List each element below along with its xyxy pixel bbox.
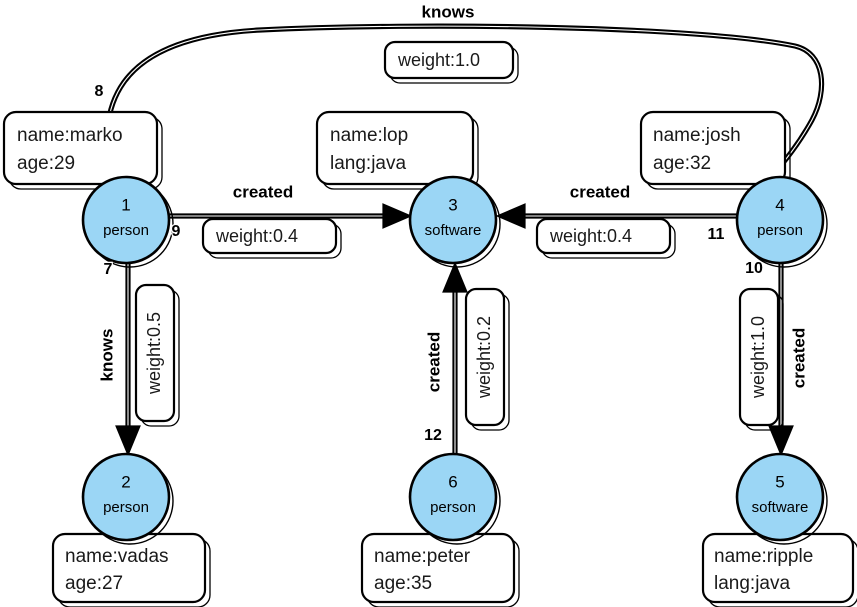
node-6-id: 6 bbox=[448, 472, 457, 491]
node-6-circle bbox=[408, 452, 498, 542]
prop-box-lop: name:lop lang:java bbox=[315, 110, 479, 190]
edge-7-knows[interactable] bbox=[115, 263, 141, 457]
weight-box-edge-7-rect bbox=[134, 283, 176, 423]
prop-box-vadas: name:vadas age:27 bbox=[51, 532, 211, 607]
prop-box-peter: name:peter age:35 bbox=[360, 532, 520, 607]
weight-box-edge-12-text: weight:0.2 bbox=[474, 316, 494, 399]
node-1-label: person bbox=[103, 222, 149, 239]
node-3-software[interactable]: 3 software bbox=[408, 175, 501, 268]
node-6-person[interactable]: 6 person bbox=[408, 452, 501, 545]
weight-box-edge-8: weight:1.0 bbox=[383, 40, 519, 84]
prop-box-marko-rect bbox=[2, 110, 159, 186]
weight-box-edge-11: weight:0.4 bbox=[535, 217, 676, 259]
node-2-id: 2 bbox=[121, 472, 130, 491]
weight-box-edge-9: weight:0.4 bbox=[201, 217, 342, 259]
edge-label-created-right: created bbox=[570, 182, 630, 201]
edge-label-created-mid: created bbox=[424, 332, 443, 392]
edge-11-arrowhead bbox=[495, 203, 526, 229]
node-4-person[interactable]: 4 person bbox=[735, 175, 828, 268]
node-5-id: 5 bbox=[775, 472, 784, 491]
edge-label-created-left: created bbox=[233, 182, 293, 201]
edge-id-8: 8 bbox=[95, 83, 104, 100]
node-4-circle bbox=[735, 175, 825, 265]
weight-box-edge-7-text: weight:0.5 bbox=[144, 312, 164, 395]
nodes-layer: 1 person 3 software 4 person 2 person bbox=[81, 175, 828, 545]
node-2-person[interactable]: 2 person bbox=[81, 452, 174, 545]
node-5-circle bbox=[735, 452, 825, 542]
prop-box-lop-line-0: name:lop bbox=[330, 125, 408, 146]
edge-8-path-highlight bbox=[106, 25, 823, 186]
edge-12-arrowhead bbox=[442, 261, 468, 293]
prop-box-ripple-line-1: lang:java bbox=[714, 573, 790, 594]
node-4-id: 4 bbox=[775, 195, 784, 214]
edge-ids-layer: 8 9 7 11 10 12 bbox=[93, 82, 764, 445]
prop-box-lop-rect bbox=[315, 110, 475, 186]
prop-box-ripple: name:ripple lang:java bbox=[701, 532, 857, 607]
weight-boxes-layer: weight:1.0 weight:0.4 weight:0.4 weight:… bbox=[134, 40, 784, 431]
edge-id-11: 11 bbox=[708, 226, 725, 243]
prop-box-vadas-line-1: age:27 bbox=[65, 573, 123, 594]
weight-box-edge-9-text: weight:0.4 bbox=[215, 226, 298, 246]
node-2-label: person bbox=[103, 499, 149, 516]
prop-box-peter-line-0: name:peter bbox=[374, 546, 471, 567]
node-1-person[interactable]: 1 person bbox=[81, 175, 174, 268]
node-3-label: software bbox=[425, 222, 482, 239]
prop-box-josh: name:josh age:32 bbox=[639, 110, 791, 190]
edge-10-created[interactable] bbox=[768, 263, 794, 457]
edge-label-knows-left: knows bbox=[97, 329, 116, 382]
edge-labels-layer: knows created created knows created crea… bbox=[96, 1, 810, 393]
node-6-label: person bbox=[430, 499, 476, 516]
prop-box-josh-line-1: age:32 bbox=[653, 153, 711, 174]
weight-box-edge-10: weight:1.0 bbox=[738, 287, 784, 431]
edge-id-12: 12 bbox=[424, 427, 442, 444]
node-2-circle bbox=[81, 452, 171, 542]
weight-box-edge-8-rect bbox=[383, 40, 515, 80]
node-3-id: 3 bbox=[448, 195, 457, 214]
edge-9-created[interactable] bbox=[169, 203, 413, 229]
weight-box-edge-11-rect bbox=[535, 217, 672, 255]
prop-box-josh-line-0: name:josh bbox=[653, 125, 741, 146]
prop-box-ripple-line-0: name:ripple bbox=[714, 546, 813, 567]
prop-box-marko-line-1: age:29 bbox=[17, 153, 75, 174]
prop-box-vadas-line-0: name:vadas bbox=[65, 546, 169, 567]
weight-box-edge-9-rect bbox=[201, 217, 338, 255]
node-5-software[interactable]: 5 software bbox=[735, 452, 828, 545]
edge-label-knows-top: knows bbox=[422, 2, 475, 21]
prop-box-marko: name:marko age:29 bbox=[2, 110, 163, 190]
weight-box-edge-12: weight:0.2 bbox=[464, 287, 510, 431]
prop-box-marko-line-0: name:marko bbox=[17, 125, 123, 146]
prop-box-lop-line-1: lang:java bbox=[330, 153, 406, 174]
node-4-label: person bbox=[757, 222, 803, 239]
edge-12-created[interactable] bbox=[442, 261, 468, 455]
weight-box-edge-11-text: weight:0.4 bbox=[549, 226, 632, 246]
edges-layer bbox=[104, 23, 825, 457]
node-1-id: 1 bbox=[121, 195, 130, 214]
edge-id-7: 7 bbox=[104, 261, 113, 278]
weight-box-edge-12-rect bbox=[464, 287, 506, 427]
node-1-circle bbox=[81, 175, 171, 265]
weight-box-edge-10-rect bbox=[738, 287, 780, 427]
edge-9-arrowhead bbox=[382, 203, 413, 229]
node-3-circle bbox=[408, 175, 498, 265]
edge-label-created-right-down: created bbox=[789, 328, 808, 388]
edge-11-created[interactable] bbox=[495, 203, 737, 229]
weight-box-edge-10-text: weight:1.0 bbox=[748, 316, 768, 399]
prop-box-peter-line-1: age:35 bbox=[374, 573, 432, 594]
edge-id-10: 10 bbox=[745, 260, 763, 277]
edge-7-arrowhead bbox=[115, 425, 141, 457]
node-5-label: software bbox=[752, 499, 809, 516]
weight-box-edge-8-text: weight:1.0 bbox=[397, 50, 480, 70]
property-boxes-layer: name:marko age:29 name:lop lang:java nam… bbox=[2, 110, 857, 607]
edge-id-9: 9 bbox=[172, 223, 181, 240]
weight-box-edge-7: weight:0.5 bbox=[134, 283, 180, 427]
prop-box-josh-rect bbox=[639, 110, 787, 186]
